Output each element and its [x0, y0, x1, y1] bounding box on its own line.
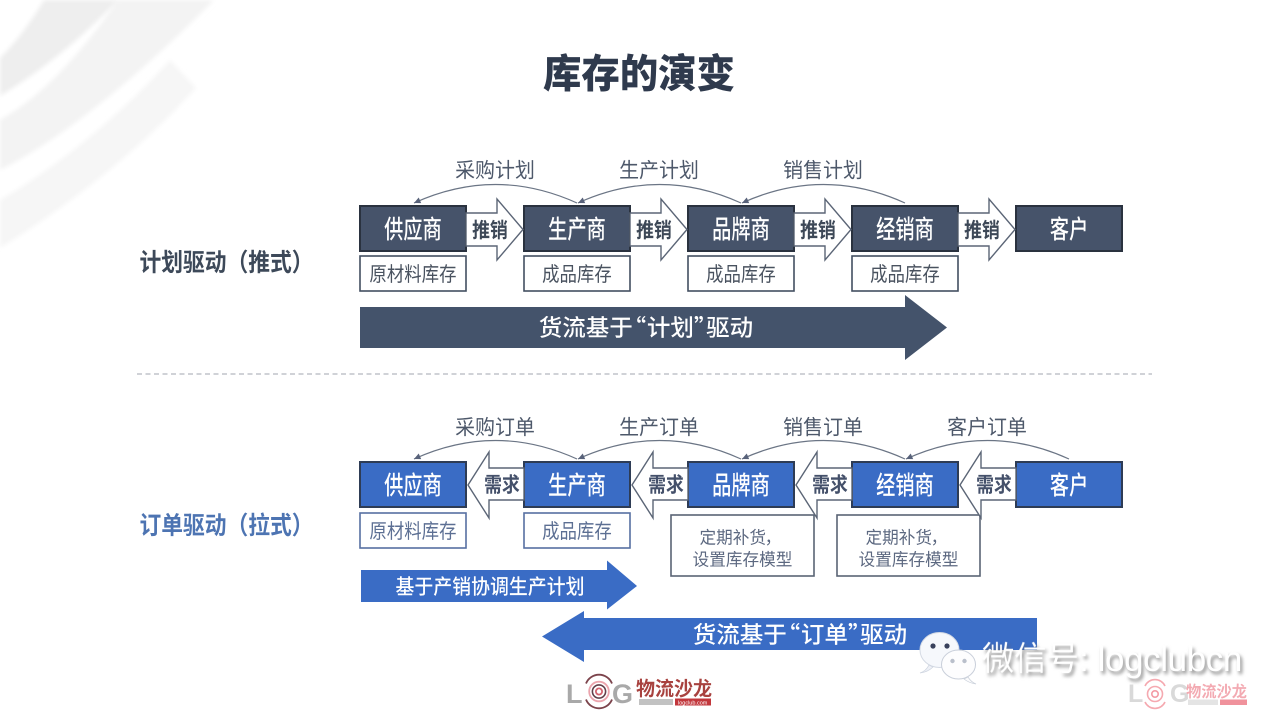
- svg-text:L: L: [1128, 680, 1143, 708]
- svg-text:G: G: [612, 679, 633, 709]
- svg-text:logclub.com: logclub.com: [678, 701, 708, 707]
- svg-text:: logclubcn: : logclubcn: [1079, 640, 1242, 679]
- svg-text:G: G: [1170, 680, 1189, 708]
- svg-text:L: L: [566, 679, 583, 709]
